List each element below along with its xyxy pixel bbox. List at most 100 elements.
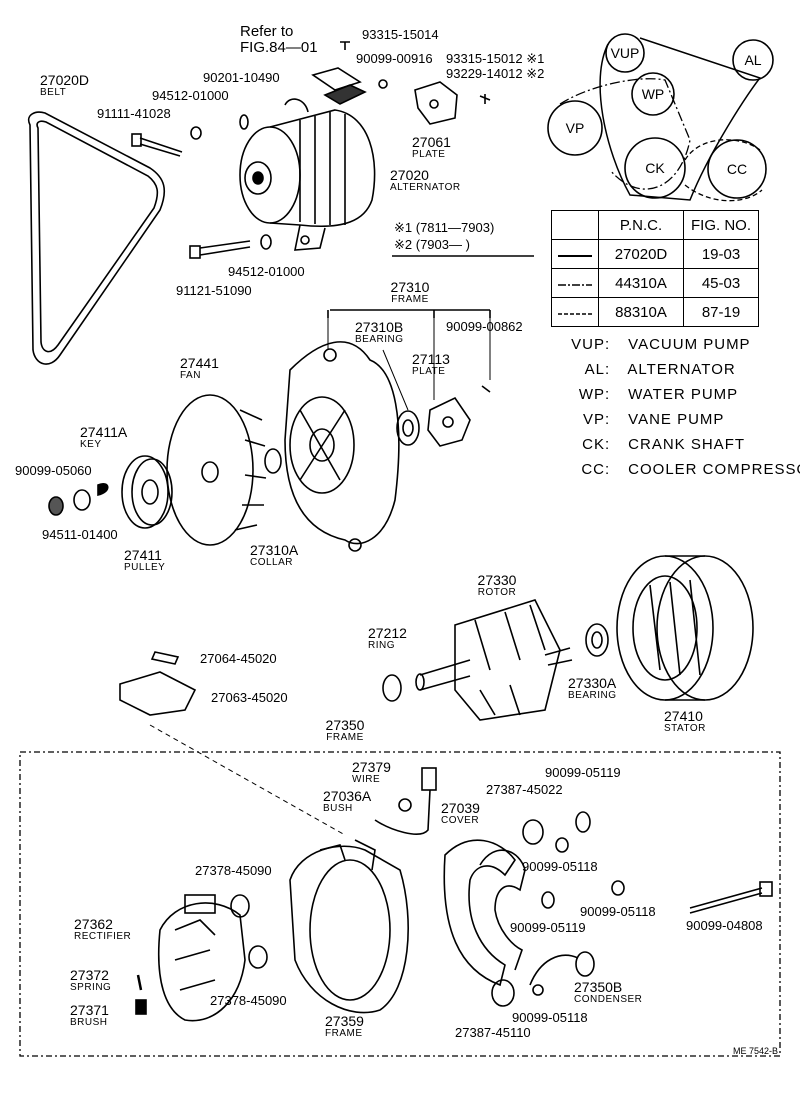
pn-90099-00862: 90099-00862	[446, 319, 523, 334]
table-cell-pnc: 27020D	[598, 239, 684, 269]
pulley-ck: CK	[645, 160, 665, 176]
table-cell-fig: 45-03	[683, 268, 759, 298]
nut-90099-05119b	[541, 891, 555, 909]
pn-27387-45110: 27387-45110	[455, 1025, 531, 1040]
drawing-code: ME 7542-B	[732, 1046, 778, 1056]
pn-93315-15014: 93315-15014	[362, 27, 439, 42]
fig-reference-table: P.N.C. FIG. NO. 27020D 19-03 44310A 45-0…	[551, 210, 759, 327]
fan-27441-drawing	[166, 394, 267, 546]
wire-27379-drawing	[374, 767, 437, 835]
frame-27350-box	[19, 751, 781, 1057]
serial-note-1: ※1 (7811—7903)	[394, 220, 495, 235]
pn-91111-41028: 91111-41028	[97, 106, 171, 121]
bearing-27310B-drawing	[396, 410, 420, 446]
pn-94511-01400: 94511-01400	[42, 527, 118, 542]
cover-27039-drawing	[443, 839, 526, 987]
pn-93229-14012: 93229-14012 ※2	[446, 66, 545, 81]
table-cell-pnc: 44310A	[598, 268, 684, 298]
rectifier-27362-drawing	[157, 894, 246, 1022]
table-cell-fig: 19-03	[683, 239, 759, 269]
screw-93315-15012	[479, 94, 491, 104]
key-27411A-drawing	[97, 483, 109, 496]
pn-90099-05119: 90099-05119	[545, 765, 621, 780]
plate-27113-drawing	[427, 396, 471, 447]
screw-90099-00916	[378, 79, 388, 89]
frame-27310-drawing	[284, 341, 400, 552]
pn-90099-05060: 90099-05060	[15, 463, 92, 478]
bolt-90099-04808-drawing	[689, 881, 773, 914]
plate-27061	[414, 81, 458, 125]
ring-27212-drawing	[382, 674, 402, 702]
belt-drawing	[27, 111, 166, 365]
table-cell-fig: 87-19	[683, 297, 759, 327]
pulley-wp: WP	[642, 86, 665, 102]
bush-27387-45022	[522, 819, 544, 845]
washer-94512-01000a	[190, 126, 202, 140]
pn-27064-45020: 27064-45020	[200, 651, 277, 666]
pulley-labels: VUP AL WP VP CK CC	[566, 45, 762, 177]
washer-94512-01000b	[260, 234, 272, 250]
refer-note: Refer to FIG.84—01	[240, 23, 318, 56]
legend-row: CK: CRANK SHAFT	[582, 436, 746, 453]
condenser-27350B-drawing	[529, 951, 595, 986]
legend-row: VP: VANE PUMP	[582, 411, 725, 428]
collar-27310A-drawing	[264, 448, 282, 474]
serial-note-2: ※2 (7903— )	[394, 237, 470, 252]
line-style-solid	[551, 239, 599, 269]
washer-90099-05118b	[611, 880, 625, 896]
bush-27378-45090b	[248, 945, 268, 969]
pulley-vp: VP	[566, 120, 585, 136]
bolt-91121-51090	[189, 240, 251, 259]
washer-90201-10490	[239, 114, 249, 130]
washer-90099-05118c	[532, 984, 544, 996]
washer-90099-05118a	[555, 837, 569, 853]
brush-27371-drawing	[135, 999, 147, 1015]
screw-93315-15014	[340, 41, 350, 50]
pn-90099-05119: 90099-05119	[510, 920, 586, 935]
legend-row: CC: COOLER COMPRESSOR	[581, 461, 800, 478]
regulator-cover	[311, 67, 362, 91]
pn-90099-05118: 90099-05118	[522, 859, 598, 874]
frame-27310-leader	[327, 309, 491, 318]
table-row: 27020D 19-03	[551, 239, 759, 269]
table-row: 88310A 87-19	[551, 297, 759, 327]
bush-27378-45090a	[230, 894, 250, 918]
line-style-dashed	[551, 297, 599, 327]
table-row: 44310A 45-03	[551, 268, 759, 298]
part-27064-45020-drawing	[150, 651, 180, 665]
pn-94512-01000: 94512-01000	[152, 88, 229, 103]
pn-90099-04808: 90099-04808	[686, 918, 763, 933]
table-cell-pnc: 88310A	[598, 297, 684, 327]
table-header-pnc: P.N.C.	[598, 210, 684, 240]
pn-27387-45022: 27387-45022	[486, 782, 563, 797]
pulley-27411-drawing	[121, 455, 173, 529]
part-27063-45020-drawing	[119, 671, 197, 716]
pn-90099-05118: 90099-05118	[580, 904, 656, 919]
pulley-cc: CC	[727, 161, 747, 177]
pn-90099-05118: 90099-05118	[512, 1010, 588, 1025]
alternator-drawing	[239, 84, 376, 251]
pulley-al: AL	[744, 52, 761, 68]
pn-94512-01000: 94512-01000	[228, 264, 305, 279]
frame-27359-drawing	[289, 839, 409, 1014]
pn-27378-45090: 27378-45090	[195, 863, 272, 878]
table-header-fig: FIG. NO.	[683, 210, 759, 240]
legend-row: WP: WATER PUMP	[578, 386, 739, 403]
